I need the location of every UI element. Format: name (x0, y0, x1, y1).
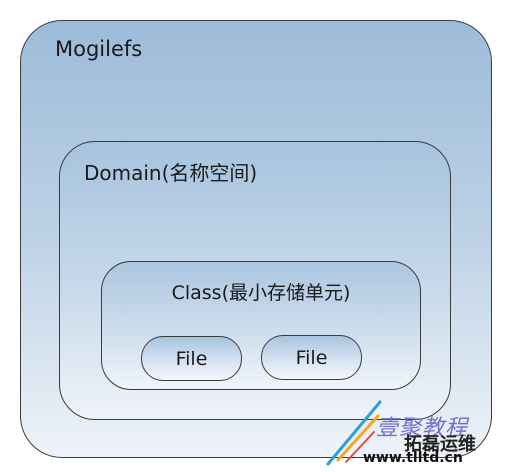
watermark-logo-icon (326, 400, 382, 466)
mogilefs-label: Mogilefs (55, 37, 143, 61)
file-node-2: File (261, 335, 362, 380)
file-label-2: File (295, 346, 328, 369)
file-label-1: File (175, 347, 208, 370)
file-node-1: File (141, 336, 242, 381)
watermark-brand-line1: 壹聚教程 (376, 416, 469, 441)
watermark-url: www.tlltd.cn (363, 450, 463, 466)
watermark: 壹聚教程 拓磊运维 www.tlltd.cn (322, 398, 511, 472)
class-label: Class(最小存储单元) (171, 282, 351, 304)
domain-label: Domain(名称空间) (84, 161, 258, 185)
watermark-brand-line2: 拓磊运维 (404, 434, 476, 455)
